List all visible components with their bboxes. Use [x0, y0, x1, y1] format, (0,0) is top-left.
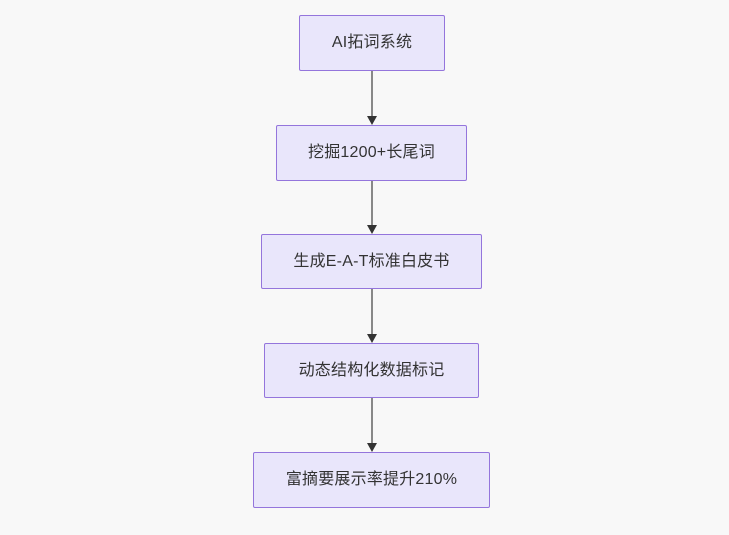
edge-line [371, 289, 373, 335]
edge-line [371, 71, 373, 117]
arrow-head-icon [367, 334, 377, 343]
arrow-head-icon [367, 443, 377, 452]
arrow-head-icon [367, 225, 377, 234]
edge-line [371, 398, 373, 444]
flowchart-node-label: 生成E-A-T标准白皮书 [293, 252, 450, 270]
flowchart-edge-n3-n4 [360, 289, 384, 343]
flowchart-node-n3[interactable]: 生成E-A-T标准白皮书 [261, 234, 482, 289]
flowchart-edge-n4-n5 [360, 398, 384, 452]
flowchart-node-n5[interactable]: 富摘要展示率提升210% [253, 452, 490, 508]
arrow-head-icon [367, 116, 377, 125]
flowchart-node-label: 富摘要展示率提升210% [285, 471, 458, 488]
flowchart-edge-n2-n3 [360, 181, 384, 234]
flowchart-node-label: AI拓词系统 [331, 34, 413, 51]
flowchart-node-label: 动态结构化数据标记 [298, 361, 445, 379]
flowchart-node-n2[interactable]: 挖掘1200+长尾词 [276, 125, 467, 181]
flowchart-node-n1[interactable]: AI拓词系统 [299, 15, 445, 71]
flowchart-edge-n1-n2 [360, 71, 384, 125]
flowchart-node-n4[interactable]: 动态结构化数据标记 [264, 343, 479, 398]
edge-line [371, 181, 373, 226]
flowchart-node-label: 挖掘1200+长尾词 [308, 144, 435, 161]
